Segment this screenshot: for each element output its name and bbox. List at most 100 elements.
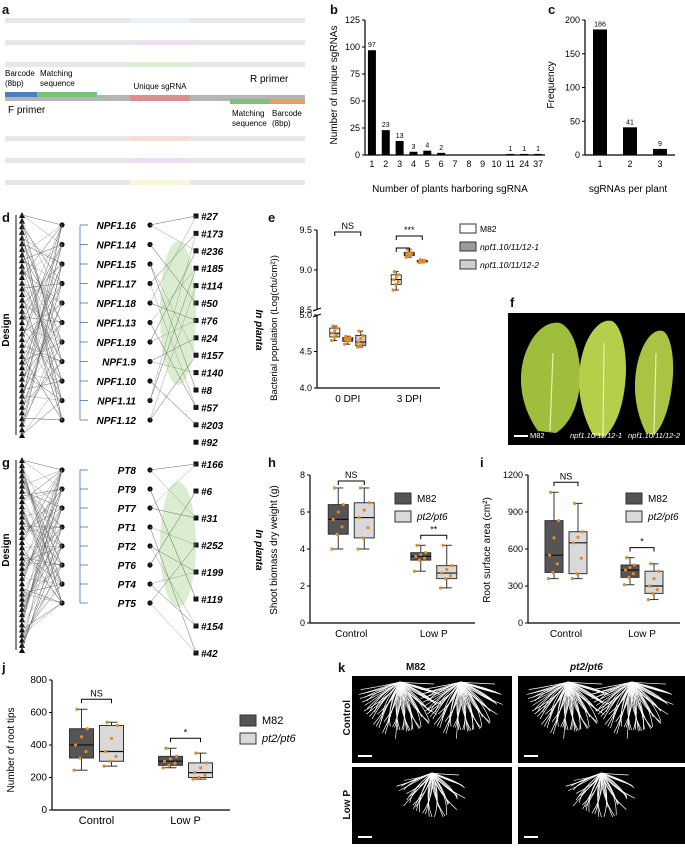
tangle-link (22, 603, 62, 629)
plant-label: #203 (201, 421, 224, 432)
data-label: 41 (626, 119, 634, 126)
data-point (194, 752, 197, 755)
significance-label: NS (341, 221, 354, 231)
gene-label: NPF1.12 (97, 416, 137, 427)
y-tick-label: 0 (518, 618, 523, 628)
data-point (86, 727, 89, 730)
svg-text:Barcode: Barcode (5, 69, 35, 78)
data-point (335, 333, 338, 336)
y-tick-label: 2 (300, 581, 305, 591)
bar (593, 29, 607, 155)
plant-label: #252 (201, 541, 224, 552)
design-label-g: Design (1, 533, 12, 566)
y-tick-label: 0 (355, 150, 360, 160)
x-tick-label: 1 (369, 159, 374, 169)
design-marker (19, 409, 25, 415)
data-point (394, 283, 397, 286)
data-point (419, 553, 422, 556)
y-tick-label: 600 (30, 708, 47, 719)
tangle-link (22, 584, 62, 635)
tangle-link (22, 356, 62, 420)
bar (653, 149, 667, 155)
data-point (397, 280, 400, 283)
x-tick-label: 2 (627, 159, 632, 169)
data-point (349, 336, 352, 339)
data-point (203, 773, 206, 776)
tangle-link (22, 401, 62, 436)
design-marker (19, 263, 25, 269)
data-point (333, 329, 336, 332)
legend-label: M82 (480, 224, 497, 234)
scale-bar (358, 836, 372, 838)
x-tick-label: 6 (439, 159, 444, 169)
data-point (628, 566, 631, 569)
tangle-link (22, 381, 62, 435)
box (645, 571, 663, 593)
barcode-left-label: Barcode (5, 69, 35, 78)
tangle-link (22, 215, 62, 225)
data-point (573, 502, 576, 505)
chart-c-xlabel: sgRNAs per plant (589, 184, 668, 195)
chart-i-ylabel: Root surface area (cm²) (482, 497, 493, 603)
design-marker (19, 621, 25, 627)
plant-label: #42 (201, 649, 218, 660)
legend-label: M82 (648, 494, 668, 505)
data-point (556, 562, 559, 565)
gene-label: NPF1.19 (97, 338, 137, 349)
chart-e: Bacterial population (Log(cfu/cm²)) 8.59… (265, 210, 510, 445)
y-tick-label: 600 (508, 544, 523, 554)
tangle-link (22, 215, 62, 245)
data-point (549, 491, 552, 494)
data-point (114, 755, 117, 758)
y-tick-label: 200 (30, 773, 47, 784)
chart-c-ylabel: Frequency (546, 61, 557, 108)
data-point (330, 547, 333, 550)
chart-b-ylabel: Number of unique sgRNAs (329, 26, 340, 145)
plant-label: #119 (201, 595, 223, 606)
legend-swatch (460, 260, 476, 269)
group-label: Control (550, 629, 582, 640)
data-point (627, 576, 630, 579)
data-point (331, 324, 334, 327)
x-tick-label: 11 (506, 159, 515, 169)
data-point (205, 761, 208, 764)
data-point (624, 568, 627, 571)
pt-tanglegram: Design In planta PT8PT9PT7PT1PT2PT6PT4PT… (0, 450, 265, 660)
tangle-link (22, 460, 62, 470)
x-tick-label: 2 (383, 159, 388, 169)
x-tick-label: 8 (466, 159, 471, 169)
significance-bracket (82, 699, 112, 703)
legend-swatch (460, 224, 476, 233)
bar (409, 152, 417, 155)
tangle-link (22, 508, 62, 573)
y-tick-label: 5.0 (299, 310, 312, 320)
data-point (395, 276, 398, 279)
group-label: Control (79, 815, 114, 827)
data-point (571, 577, 574, 580)
data-point (333, 486, 336, 489)
data-label: 186 (594, 21, 606, 28)
data-point (552, 536, 555, 539)
y-tick-label: 25 (350, 123, 360, 133)
plant-label: #236 (201, 247, 224, 258)
data-point (340, 525, 343, 528)
data-point (336, 327, 339, 330)
data-point (657, 570, 660, 573)
box (70, 729, 94, 758)
legend-swatch (626, 511, 642, 522)
plant-label: #76 (201, 316, 218, 327)
design-marker (19, 498, 25, 504)
root-image-m82-lowp (352, 767, 512, 844)
data-point (648, 584, 651, 587)
x-tick-label: 1 (597, 159, 602, 169)
significance-label: NS (90, 688, 103, 698)
data-point (173, 762, 176, 765)
data-point (368, 501, 371, 504)
bar (368, 50, 376, 155)
in-planta-label-d: In planta (253, 309, 264, 351)
tangle-link (22, 565, 62, 640)
group-label: Low P (628, 629, 656, 640)
legend-swatch (395, 493, 411, 504)
significance-label: * (640, 537, 644, 547)
data-point (632, 572, 635, 575)
